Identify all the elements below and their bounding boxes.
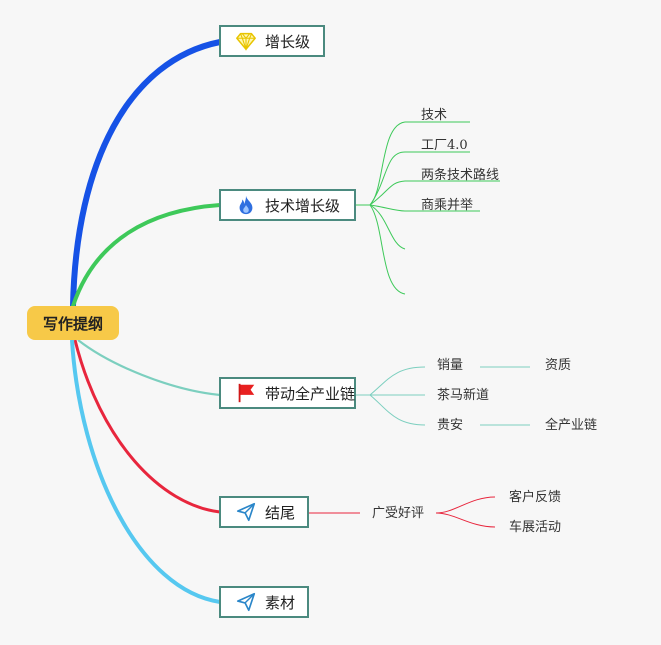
leaf-praise[interactable]: 广受好评 [372, 506, 425, 521]
connector-root-tech [71, 203, 222, 308]
leaf-two-routes[interactable]: 两条技术路线 [421, 168, 500, 183]
red-flag-icon [235, 382, 257, 404]
paper-plane-icon [235, 591, 257, 613]
leaf-sales[interactable]: 销量 [437, 358, 464, 373]
node-tech-growth-label: 技术增长级 [265, 196, 341, 215]
industry-branch-lines [355, 366, 530, 426]
leaf-qualification[interactable]: 资质 [545, 358, 572, 373]
leaf-feedback[interactable]: 客户反馈 [509, 490, 562, 505]
ending-branch-lines [308, 496, 496, 528]
leaf-guian[interactable]: 贵安 [437, 418, 464, 433]
paper-plane-icon [235, 501, 257, 523]
root-node[interactable]: 写作提纲 [27, 306, 119, 340]
node-material[interactable]: 素材 [219, 586, 309, 618]
node-tech-growth[interactable]: 技术增长级 [219, 189, 356, 221]
leaf-tea-horse[interactable]: 茶马新道 [437, 388, 490, 403]
root-label: 写作提纲 [42, 314, 103, 333]
connector-root-material [70, 339, 221, 604]
tech-branch-lines [355, 121, 500, 295]
leaf-tech[interactable]: 技术 [421, 108, 448, 123]
node-growth-label: 增长级 [265, 32, 311, 51]
leaf-commerce[interactable]: 商乘并举 [421, 198, 474, 213]
leaf-factory[interactable]: 工厂4.0 [421, 138, 468, 153]
node-ending-label: 结尾 [265, 503, 296, 522]
node-ending[interactable]: 结尾 [219, 496, 309, 528]
connector-root-ending [73, 339, 221, 514]
node-industry-chain-label: 带动全产业链 [265, 384, 356, 403]
diamond-icon [235, 30, 257, 52]
node-growth[interactable]: 增长级 [219, 25, 325, 57]
leaf-car-show[interactable]: 车展活动 [509, 520, 562, 535]
leaf-full-chain[interactable]: 全产业链 [545, 418, 598, 433]
connector-root-industry [77, 339, 221, 397]
fire-icon [235, 194, 257, 216]
node-material-label: 素材 [265, 593, 296, 612]
connector-root-growth [70, 39, 223, 309]
node-industry-chain[interactable]: 带动全产业链 [219, 377, 356, 409]
